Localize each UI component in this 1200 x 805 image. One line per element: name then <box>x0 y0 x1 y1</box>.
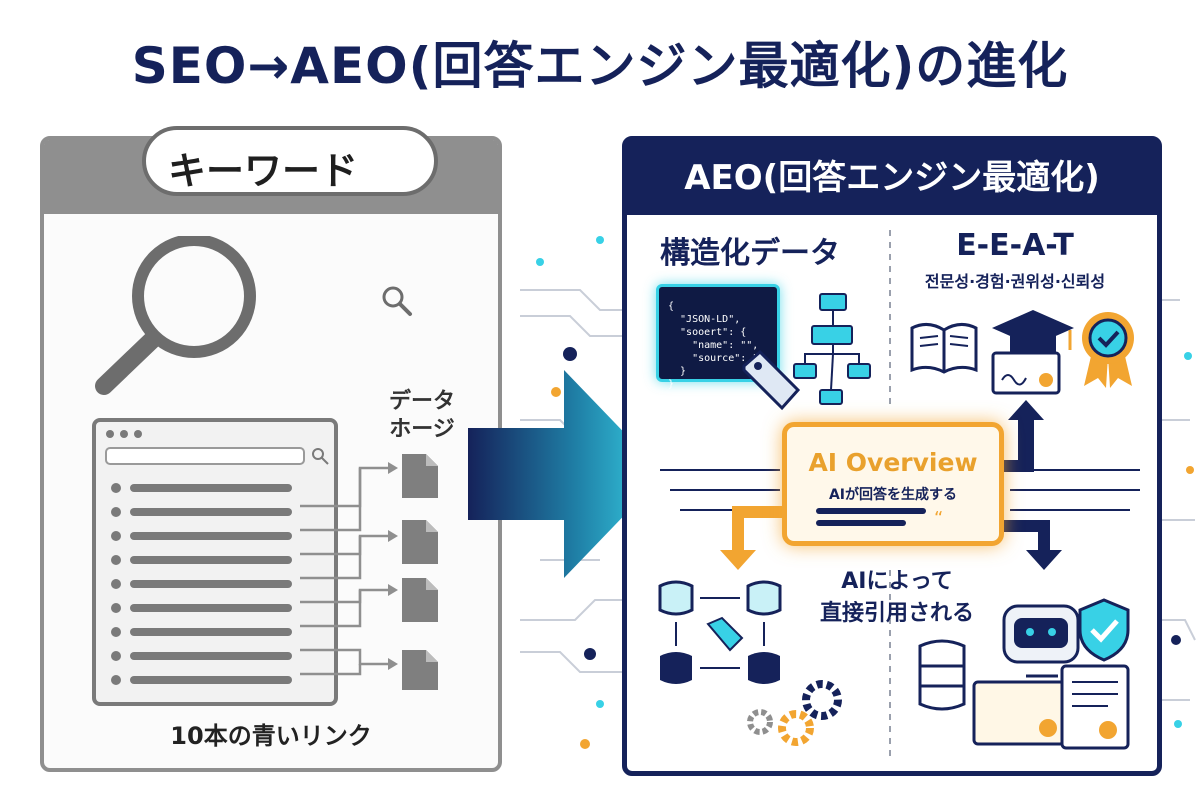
flow-arrows <box>660 400 1140 570</box>
keyword-label: キーワード <box>167 149 358 193</box>
ai-overview-subtitle: AIが回答を生成する <box>828 487 958 503</box>
flowchart-icon <box>793 293 871 405</box>
shield-check-icon <box>1078 598 1130 662</box>
citation-label: AIによって 直接引用される <box>819 569 974 626</box>
structured-data-label: 構造化データ <box>660 236 840 271</box>
ai-answer-lines: “ <box>816 508 943 529</box>
keyword-search-bar <box>142 126 438 196</box>
svg-text:“: “ <box>934 508 943 529</box>
aeo-panel-header: AEO(回答エンジン最適化) <box>627 141 1157 215</box>
data-page-label: データ ホージ <box>388 389 455 442</box>
gear-icon <box>747 680 842 746</box>
database-icon <box>658 580 782 684</box>
magnifier-icon <box>95 236 256 395</box>
document-icon <box>402 454 438 690</box>
link-arrows <box>300 462 398 676</box>
robot-icon <box>918 604 1130 750</box>
tag-icon <box>742 349 801 411</box>
eeat-label: E-E-A-T <box>956 228 1074 263</box>
page-title: SEO→AEO(回答エンジン最適化)の進化 <box>131 37 1069 95</box>
ai-overview-title: AI Overview <box>808 448 978 477</box>
award-badge-icon <box>1082 312 1134 388</box>
eeat-subtitle: 전문성·경험·권위성·신뢰성 <box>924 272 1106 291</box>
arrow-icon <box>468 370 664 578</box>
search-icon <box>382 286 412 316</box>
book-icon <box>910 323 978 374</box>
blue-links-label: 10本の青いリンク <box>170 722 372 750</box>
search-results-list <box>105 430 329 685</box>
quadrant-dividers <box>889 230 891 760</box>
certificate-icon <box>991 351 1061 395</box>
